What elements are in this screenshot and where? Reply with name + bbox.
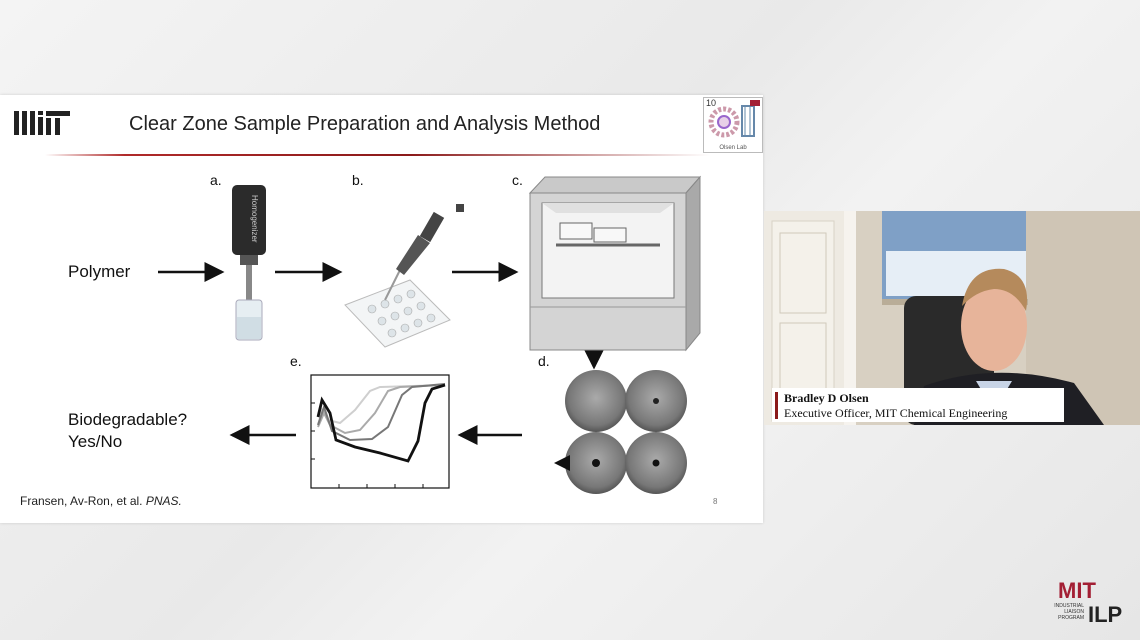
mit-logo — [14, 111, 70, 135]
step-label-d: d. — [538, 353, 550, 369]
speaker-name: Bradley D Olsen — [784, 391, 869, 405]
step-label-a: a. — [210, 172, 222, 188]
lab-badge-name: Olsen Lab — [719, 145, 747, 151]
citation-authors: Fransen, Av-Ron, et al. — [20, 494, 143, 508]
mit-ilp-logo-mark: MIT ILP — [1058, 578, 1122, 627]
yes-no-label: Yes/No — [68, 432, 123, 451]
step-label-e: e. — [290, 353, 302, 369]
homogenizer-label: Homogenizer — [250, 195, 259, 243]
svg-text:MIT: MIT — [1058, 578, 1096, 603]
olsen-lab-badge: 10 Olsen Lab — [703, 97, 763, 153]
incubator-illustration — [528, 175, 702, 352]
ilp-line-liaison: LIAISON — [1064, 609, 1084, 615]
presentation-slide: Clear Zone Sample Preparation and Analys… — [0, 95, 763, 523]
clear-zone-petri-dishes — [554, 370, 687, 494]
polymer-label: Polymer — [68, 262, 131, 281]
homogenizer-illustration — [232, 185, 266, 341]
mit-ilp-logo: MIT ILP INDUSTRIAL LIAISON PROGRAM — [1040, 578, 1132, 628]
svg-text:ILP: ILP — [1088, 602, 1122, 627]
speaker-nameplate: Bradley D Olsen Executive Officer, MIT C… — [772, 388, 1064, 422]
turbidity-plot — [310, 374, 450, 489]
lab-badge-number: 10 — [706, 98, 717, 108]
pipette-and-well-plate-illustration — [344, 204, 464, 348]
biodegradable-question: Biodegradable? — [68, 410, 188, 429]
step-label-c: c. — [512, 172, 523, 188]
slide-title: Clear Zone Sample Preparation and Analys… — [129, 113, 601, 135]
nameplate-accent-bar — [775, 392, 778, 419]
step-label-b: b. — [352, 172, 364, 188]
slide-page-number: 8 — [713, 497, 718, 506]
protein-structure-image — [708, 100, 760, 138]
citation-journal: PNAS. — [145, 494, 182, 508]
ilp-program-text: INDUSTRIAL LIAISON PROGRAM — [1040, 603, 1084, 621]
speaker-title: Executive Officer, MIT Chemical Engineer… — [784, 406, 1008, 420]
method-figure: Homogenizer — [158, 175, 702, 494]
title-divider — [45, 154, 710, 156]
ilp-line-industrial: INDUSTRIAL — [1054, 603, 1084, 609]
ilp-line-program: PROGRAM — [1058, 615, 1084, 621]
citation: Fransen, Av-Ron, et al. PNAS. — [20, 494, 182, 508]
